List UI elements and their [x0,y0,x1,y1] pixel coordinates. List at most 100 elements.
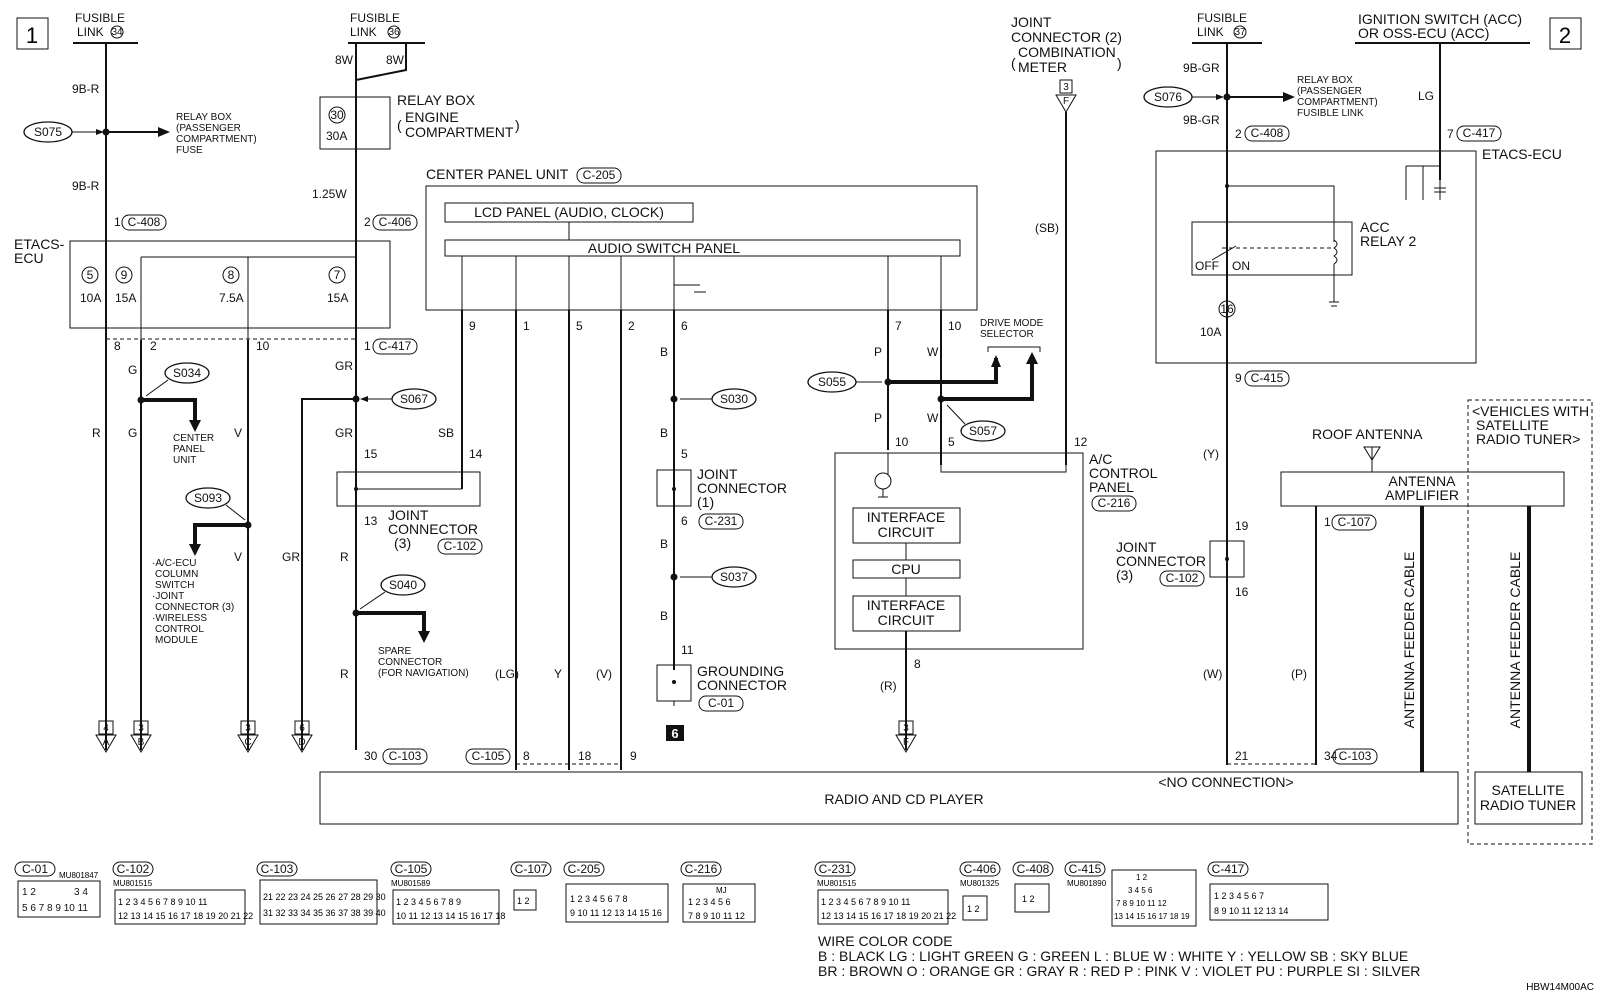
svg-text:6: 6 [681,319,688,333]
svg-text:ANTENNA: ANTENNA [1389,473,1457,489]
svg-text:CONNECTOR: CONNECTOR [697,480,787,496]
svg-text:8: 8 [523,749,530,763]
svg-text:CONNECTOR (3): CONNECTOR (3) [155,602,234,613]
svg-text:(PASSENGER: (PASSENGER [1297,86,1362,97]
svg-text:FUSE: FUSE [176,145,203,156]
svg-text:30: 30 [330,108,344,122]
svg-text:SATELLITE: SATELLITE [1476,417,1549,433]
svg-text:CPU: CPU [891,561,921,577]
svg-text:11: 11 [681,643,694,657]
svg-text:<VEHICLES WITH: <VEHICLES WITH [1472,403,1589,419]
etacs-ecu-left [69,240,391,329]
svg-text:W: W [927,345,939,359]
svg-text:(LG): (LG) [495,667,519,681]
svg-text:G: G [128,426,137,440]
svg-text:(FOR NAVIGATION): (FOR NAVIGATION) [378,668,469,679]
svg-text:C-01: C-01 [708,696,734,710]
svg-text:7 8 9 10 11 12: 7 8 9 10 11 12 [1116,899,1167,908]
svg-text:HBW14M00AC: HBW14M00AC [1526,982,1594,993]
svg-text:CIRCUIT: CIRCUIT [878,524,935,540]
svg-text:9: 9 [121,268,128,282]
svg-text:PANEL: PANEL [173,444,205,455]
svg-text:(Y): (Y) [1203,447,1219,461]
svg-text:5: 5 [948,435,955,449]
svg-text:10A: 10A [80,291,101,305]
satellite-radio-tuner [1474,771,1583,825]
svg-text:JOINT: JOINT [1011,14,1052,30]
svg-text:(R): (R) [880,679,897,693]
svg-text:MU801890: MU801890 [1067,879,1107,888]
svg-text:COMPARTMENT): COMPARTMENT) [1297,97,1378,108]
svg-text:3: 3 [245,723,251,734]
svg-text:1: 1 [523,319,530,333]
svg-text:RADIO AND CD PLAYER: RADIO AND CD PLAYER [824,791,983,807]
svg-text:C-231: C-231 [819,862,852,876]
svg-text:1 2 3 4 5 6 7 8 9 10 11: 1 2 3 4 5 6 7 8 9 10 11 [821,897,910,907]
svg-text:·A/C-ECU: ·A/C-ECU [152,558,196,569]
svg-text:2: 2 [364,215,371,229]
svg-text:(PASSENGER: (PASSENGER [176,123,241,134]
svg-text:IGNITION SWITCH (ACC): IGNITION SWITCH (ACC) [1358,11,1522,27]
svg-text:MU801515: MU801515 [113,879,153,888]
svg-text:5: 5 [681,447,688,461]
svg-text:(W): (W) [1203,667,1222,681]
svg-text:S030: S030 [720,392,748,406]
svg-text:<NO CONNECTION>: <NO CONNECTION> [1158,774,1293,790]
svg-text:8W: 8W [335,53,354,67]
svg-text:JOINT: JOINT [697,466,738,482]
svg-text:MU801847: MU801847 [59,871,99,880]
svg-text:S055: S055 [818,375,846,389]
svg-text:S040: S040 [389,578,417,592]
svg-text:INTERFACE: INTERFACE [867,509,946,525]
svg-text:9: 9 [630,749,637,763]
svg-text:C-408: C-408 [1017,862,1050,876]
svg-text:V: V [234,426,242,440]
svg-text:1 2: 1 2 [967,904,980,914]
svg-text:2: 2 [1559,23,1571,48]
svg-text:CONNECTOR (2): CONNECTOR (2) [1011,29,1122,45]
svg-text:INTERFACE: INTERFACE [867,597,946,613]
svg-text:B: B [660,609,668,623]
satellite-option-box [1467,399,1593,845]
svg-text:RELAY BOX: RELAY BOX [397,92,476,108]
svg-text:8 9 10 11 12 13 14: 8 9 10 11 12 13 14 [1214,906,1288,916]
svg-text:8: 8 [914,657,921,671]
svg-text:6: 6 [681,514,688,528]
svg-text:3: 3 [903,723,909,734]
svg-text:A: A [103,737,110,748]
svg-text:9: 9 [469,319,476,333]
svg-text:13: 13 [364,514,378,528]
svg-text:CENTER PANEL UNIT: CENTER PANEL UNIT [426,166,569,182]
svg-text:5: 5 [87,268,94,282]
svg-text:34: 34 [111,27,123,38]
svg-text:12: 12 [1074,435,1088,449]
svg-text:C-417: C-417 [379,339,412,353]
svg-text:C-102: C-102 [444,539,477,553]
page-number-box: 1 2 [16,17,1582,50]
fusible-link-34: FUSIBLE LINK 34 [73,11,138,44]
svg-text:C-205: C-205 [568,862,601,876]
svg-text:C-408: C-408 [1251,126,1284,140]
svg-text:AUDIO SWITCH PANEL: AUDIO SWITCH PANEL [588,240,740,256]
svg-text:1 2 3 4 5 6 7 8 9: 1 2 3 4 5 6 7 8 9 [396,897,461,907]
svg-text:F: F [1063,96,1069,107]
svg-text:C-107: C-107 [515,862,548,876]
svg-text:FUSIBLE: FUSIBLE [350,11,400,25]
svg-text:(: ( [1011,55,1016,71]
svg-text:(SB): (SB) [1035,221,1059,235]
svg-text:6: 6 [299,723,305,734]
svg-text:S037: S037 [720,570,748,584]
center-panel-unit [425,185,978,311]
svg-text:C-415: C-415 [1069,862,1102,876]
svg-text:B: B [660,345,668,359]
svg-text:9 10 11 12 13 14 15 16: 9 10 11 12 13 14 15 16 [570,908,662,918]
svg-text:C-105: C-105 [472,749,505,763]
svg-text:DRIVE MODE: DRIVE MODE [980,318,1044,329]
svg-text:8W: 8W [386,53,405,67]
wire-color-legend: WIRE COLOR CODE B : BLACK LG : LIGHT GRE… [818,933,1420,979]
svg-text:9B-R: 9B-R [72,82,100,96]
svg-text:D: D [298,737,305,748]
svg-text:CONNECTOR: CONNECTOR [388,521,478,537]
svg-text:2: 2 [628,319,635,333]
svg-text:R: R [92,426,101,440]
